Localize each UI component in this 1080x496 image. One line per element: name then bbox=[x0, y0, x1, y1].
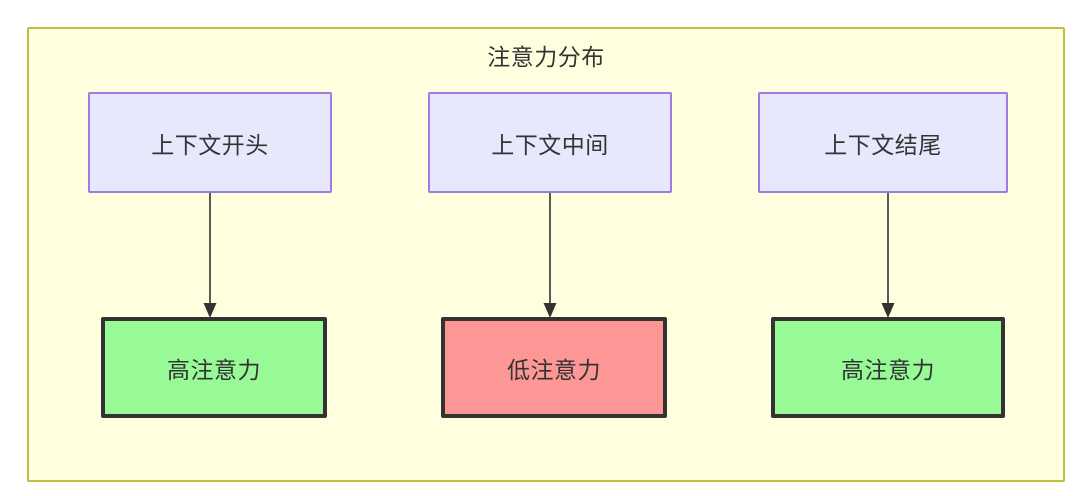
arrow-down-icon bbox=[203, 193, 217, 318]
node-high-attention-end[interactable]: 高注意力 bbox=[771, 317, 1005, 418]
node-high-attention-start-label: 高注意力 bbox=[167, 356, 261, 383]
node-context-start-label: 上下文开头 bbox=[151, 131, 269, 158]
node-high-attention-end-label: 高注意力 bbox=[841, 356, 935, 383]
edge-context-start-to-high-attention bbox=[203, 193, 217, 319]
node-context-end-label: 上下文结尾 bbox=[824, 131, 942, 158]
node-low-attention-middle[interactable]: 低注意力 bbox=[441, 317, 667, 418]
arrow-down-icon bbox=[543, 193, 557, 318]
node-context-middle-label: 上下文中间 bbox=[491, 131, 609, 158]
node-context-middle[interactable]: 上下文中间 bbox=[428, 92, 672, 193]
node-low-attention-middle-label: 低注意力 bbox=[507, 356, 601, 383]
edge-context-middle-to-low-attention bbox=[543, 193, 557, 319]
arrow-down-icon bbox=[881, 193, 895, 318]
node-context-start[interactable]: 上下文开头 bbox=[88, 92, 332, 193]
subgraph-title: 注意力分布 bbox=[487, 44, 605, 70]
node-context-end[interactable]: 上下文结尾 bbox=[758, 92, 1008, 193]
node-high-attention-start[interactable]: 高注意力 bbox=[101, 317, 327, 418]
edge-context-end-to-high-attention bbox=[881, 193, 895, 319]
